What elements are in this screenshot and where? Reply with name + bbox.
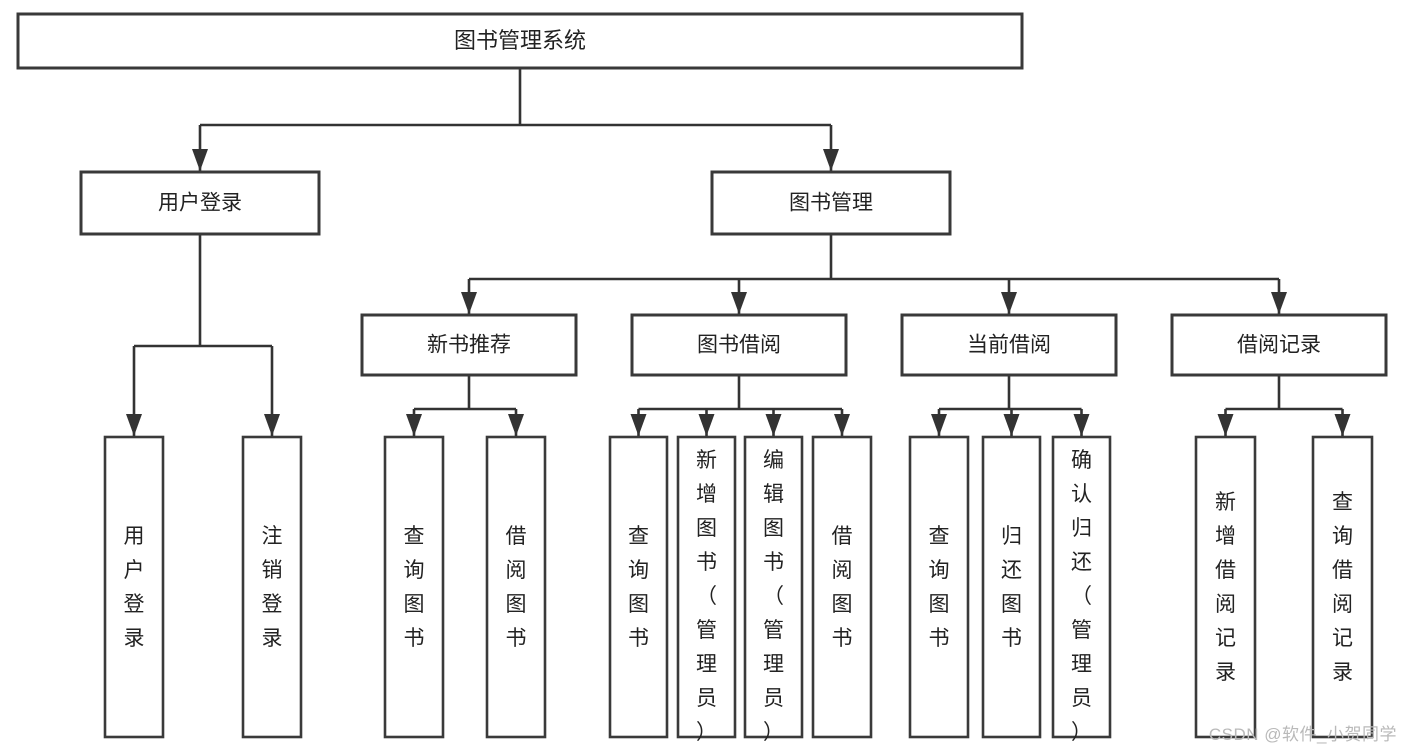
node-label: 图书借阅 xyxy=(697,334,781,357)
node-leaf-query-record[interactable]: 查询借阅记录 xyxy=(1311,435,1374,739)
node-leaf-borrow-book-2[interactable]: 借阅图书 xyxy=(811,435,873,739)
node-box[interactable] xyxy=(1311,435,1374,739)
arrow-head xyxy=(731,292,747,314)
node-box[interactable] xyxy=(710,170,952,236)
arrow-head xyxy=(823,149,839,171)
node-leaf-add-book[interactable]: 新增图书（管理员） xyxy=(676,435,737,744)
node-box[interactable] xyxy=(811,435,873,739)
arrow-head xyxy=(508,414,524,436)
arrow-head xyxy=(461,292,477,314)
edges-layer xyxy=(126,68,1351,436)
node-label: 查询图书 xyxy=(404,525,425,650)
edge-group-borrow-record xyxy=(1217,375,1351,436)
node-box[interactable] xyxy=(103,435,165,739)
node-borrow-record[interactable]: 借阅记录 xyxy=(1170,313,1388,377)
node-box[interactable] xyxy=(79,170,321,236)
node-leaf-user-login[interactable]: 用户登录 xyxy=(103,435,165,739)
node-leaf-edit-book[interactable]: 编辑图书（管理员） xyxy=(743,435,804,744)
arrow-head xyxy=(192,149,208,171)
node-new-book-recommend[interactable]: 新书推荐 xyxy=(360,313,578,377)
node-box[interactable] xyxy=(1170,313,1388,377)
arrow-head xyxy=(1271,292,1287,314)
node-current-borrow[interactable]: 当前借阅 xyxy=(900,313,1118,377)
node-user-login[interactable]: 用户登录 xyxy=(79,170,321,236)
node-box[interactable] xyxy=(383,435,445,739)
node-box[interactable] xyxy=(16,12,1024,70)
node-box[interactable] xyxy=(485,435,547,739)
node-label: 编辑图书（管理员） xyxy=(763,449,784,744)
node-box[interactable] xyxy=(1194,435,1257,739)
node-leaf-return-book[interactable]: 归还图书 xyxy=(981,435,1042,739)
node-label: 新书推荐 xyxy=(427,334,511,357)
arrow-head xyxy=(1073,414,1090,436)
arrow-head xyxy=(931,414,947,436)
node-label: 当前借阅 xyxy=(967,334,1051,357)
csdn-watermark: CSDN @软件_小贺同学 xyxy=(1208,725,1397,744)
node-book-borrow[interactable]: 图书借阅 xyxy=(630,313,848,377)
arrow-head xyxy=(406,414,422,436)
node-label: 借阅图书 xyxy=(832,525,853,650)
edge-group-current-borrow xyxy=(931,375,1090,436)
node-label: 确认归还（管理员） xyxy=(1071,449,1092,744)
node-label: 新增图书（管理员） xyxy=(696,449,717,744)
node-book-manage[interactable]: 图书管理 xyxy=(710,170,952,236)
node-root[interactable]: 图书管理系统 xyxy=(16,12,1024,70)
arrow-head xyxy=(630,414,647,436)
arrow-head xyxy=(1003,414,1020,436)
node-label: 查询图书 xyxy=(628,525,649,650)
edge-group-new-book-recommend xyxy=(406,375,524,436)
arrow-head xyxy=(698,414,715,436)
arrow-head xyxy=(1334,414,1351,436)
node-label: 借阅图书 xyxy=(506,525,527,650)
node-box[interactable] xyxy=(630,313,848,377)
edge-group-book-borrow xyxy=(630,375,850,436)
arrow-head xyxy=(126,414,142,436)
node-label: 借阅记录 xyxy=(1237,334,1321,357)
node-label: 归还图书 xyxy=(1001,525,1022,650)
node-label: 图书管理 xyxy=(789,192,873,215)
node-box[interactable] xyxy=(981,435,1042,739)
arrow-head xyxy=(765,414,782,436)
node-label: 查询借阅记录 xyxy=(1332,491,1353,684)
node-label: 注销登录 xyxy=(262,525,283,650)
node-label: 新增借阅记录 xyxy=(1215,491,1236,684)
arrow-head xyxy=(264,414,280,436)
nodes-layer: 图书管理系统用户登录图书管理新书推荐图书借阅当前借阅借阅记录用户登录注销登录查询… xyxy=(16,12,1388,744)
arrow-head xyxy=(834,414,850,436)
node-box[interactable] xyxy=(360,313,578,377)
node-box[interactable] xyxy=(608,435,669,739)
arrow-head xyxy=(1001,292,1017,314)
node-label: 图书管理系统 xyxy=(454,28,586,53)
node-box[interactable] xyxy=(1051,435,1112,739)
node-box[interactable] xyxy=(908,435,970,739)
node-leaf-query-book-3[interactable]: 查询图书 xyxy=(908,435,970,739)
arrow-head xyxy=(1217,414,1234,436)
node-leaf-query-book-1[interactable]: 查询图书 xyxy=(383,435,445,739)
node-box[interactable] xyxy=(241,435,303,739)
node-leaf-add-record[interactable]: 新增借阅记录 xyxy=(1194,435,1257,739)
edge-group-user-login xyxy=(126,234,280,436)
node-box[interactable] xyxy=(900,313,1118,377)
edge-group-root xyxy=(192,68,839,171)
edge-group-book-manage xyxy=(461,234,1287,314)
node-label: 用户登录 xyxy=(158,192,242,215)
node-leaf-logout[interactable]: 注销登录 xyxy=(241,435,303,739)
node-leaf-query-book-2[interactable]: 查询图书 xyxy=(608,435,669,739)
node-box[interactable] xyxy=(743,435,804,739)
node-label: 查询图书 xyxy=(929,525,950,650)
node-leaf-borrow-book-1[interactable]: 借阅图书 xyxy=(485,435,547,739)
node-label: 用户登录 xyxy=(124,525,145,650)
node-leaf-confirm-return[interactable]: 确认归还（管理员） xyxy=(1051,435,1112,744)
node-box[interactable] xyxy=(676,435,737,739)
